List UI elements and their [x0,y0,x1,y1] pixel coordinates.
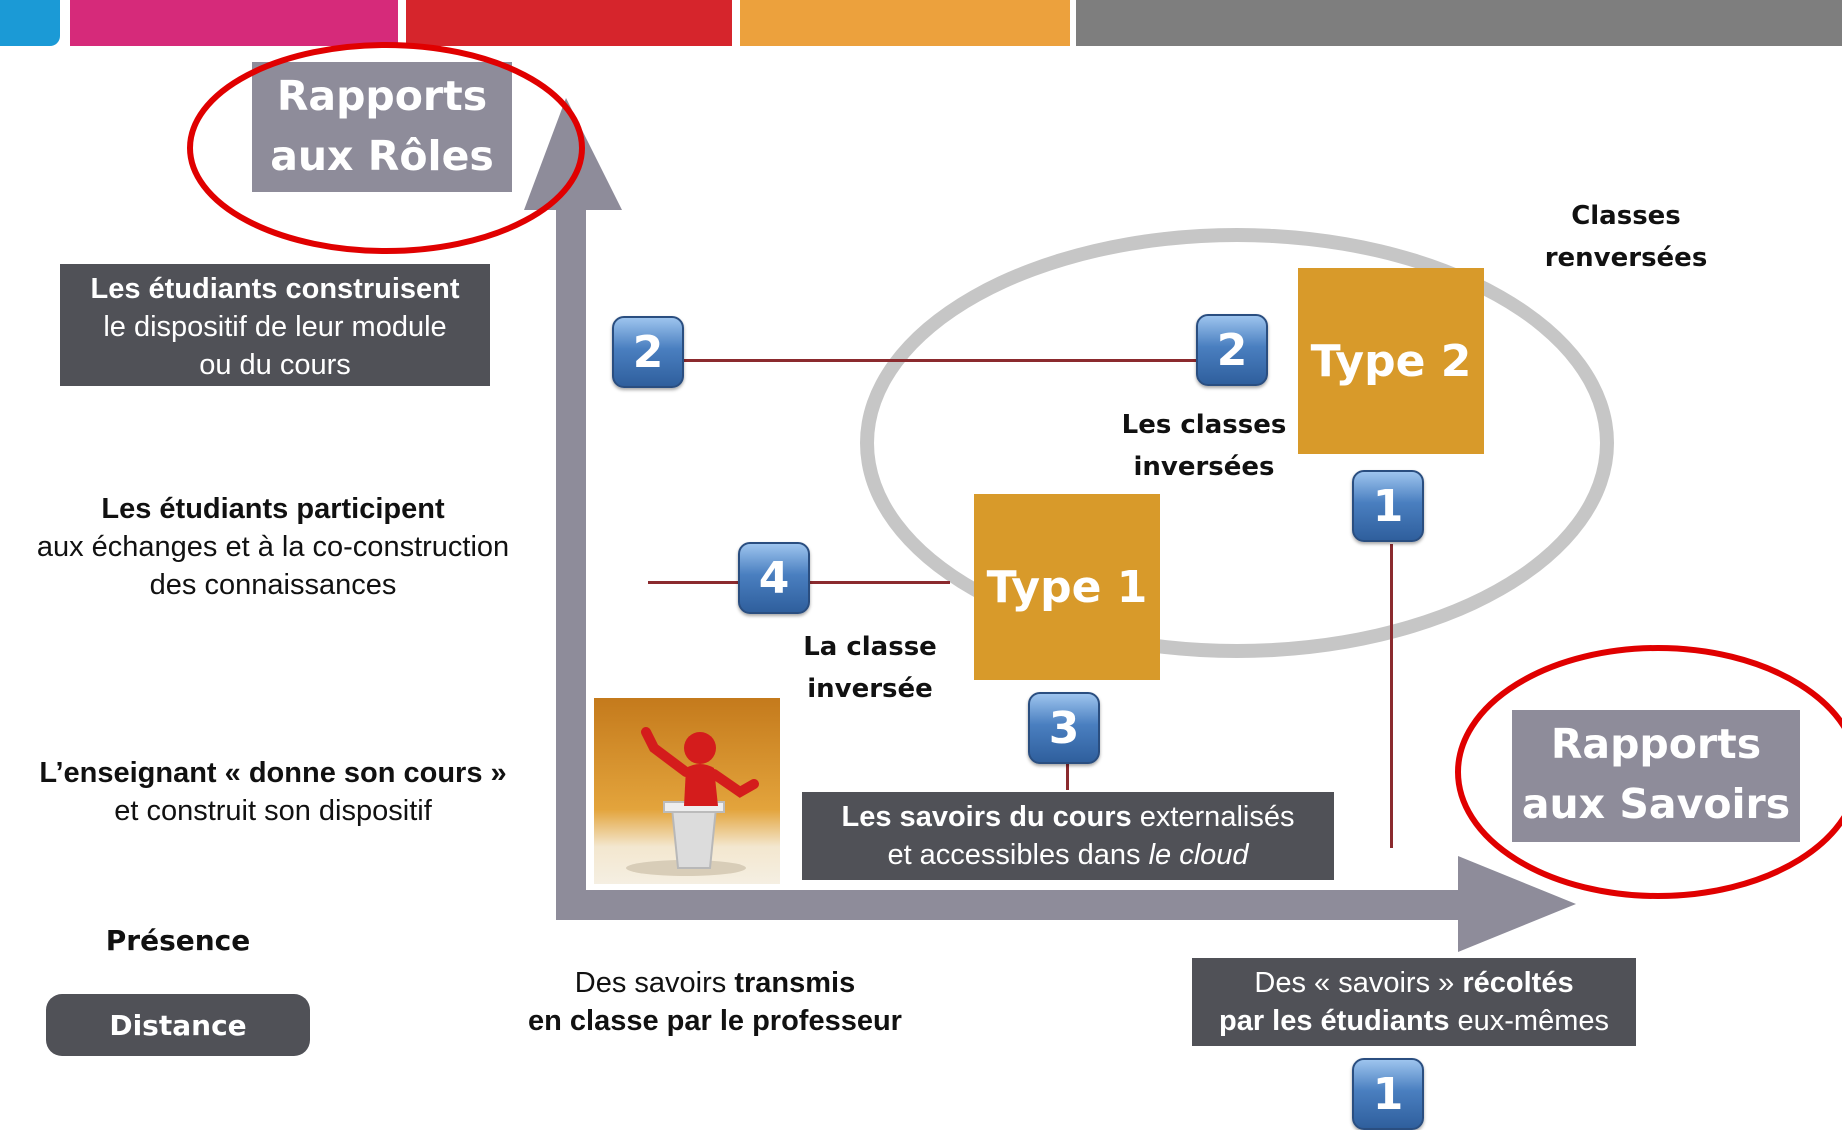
badge-right-1: 1 [1352,470,1424,542]
level-teacher-prefix: L’enseignant [39,757,225,789]
level-construct-title: Les étudiants construisent [90,273,460,305]
teacher-at-lectern-icon [626,727,759,876]
legend-presence: Présence [105,924,251,957]
header-bar-orange [740,0,1070,46]
badge-left-4: 4 [738,542,810,614]
x-axis-arrowhead [1458,856,1576,952]
badge-center-2: 2 [1196,314,1268,386]
level-teacher: L’enseignant « donne son cours » et cons… [0,754,546,830]
teacher-illustration [594,698,780,884]
classes-renversees-line1: Classes [1571,201,1681,231]
x-right-label-line2-rest: eux-mêmes [1449,1005,1610,1037]
level-participate-line2: aux échanges et à la co-construction [36,531,510,563]
x-left-label-bold: transmis [734,967,856,999]
badge-center-3: 3 [1028,692,1100,764]
y-axis-shaft [556,208,586,920]
header-bar-red [406,0,732,46]
classes-renversees-line2: renversées [1544,243,1708,273]
type1-caption: La classe inversée [780,626,960,710]
type2-caption-line1: Les classes [1121,410,1287,440]
cloud-box-title: Les savoirs du cours [841,801,1132,833]
type2-caption: Les classes inversées [1100,404,1308,488]
connector-2-horizontal [684,359,1204,362]
level-teacher-main: « donne son cours » [224,757,507,789]
level-construct-line2: le dispositif de leur module [103,311,447,343]
legend-distance: Distance [46,994,310,1056]
x-right-label-bold: récoltés [1462,967,1574,999]
header-bar-blue [0,0,60,46]
x-right-label-line2-bold: par les étudiants [1218,1005,1450,1037]
header-bar-magenta [70,0,398,46]
connector-1-vertical [1390,544,1393,848]
x-axis-title-line2: aux Savoirs [1521,780,1791,828]
level-participate-line3: des connaissances [149,569,397,601]
cloud-box-line2: et accessibles dans [887,839,1149,871]
header-bar-grey [1076,0,1842,46]
level-construct-box: Les étudiants construisent le dispositif… [60,264,490,386]
x-axis-title: Rapports aux Savoirs [1512,710,1800,842]
level-participate: Les étudiants participent aux échanges e… [0,490,546,604]
level-teacher-line2: et construit son dispositif [114,795,432,827]
x-left-label: Des savoirs transmis en classe par le pr… [490,964,940,1040]
type1-caption-line1: La classe [803,632,937,662]
type2-caption-line2: inversées [1133,452,1275,482]
y-axis-title: Rapports aux Rôles [252,62,512,192]
type2-box: Type 2 [1298,268,1484,454]
badge-bottom-1: 1 [1352,1058,1424,1130]
y-axis-title-line2: aux Rôles [270,132,494,180]
badge-left-2: 2 [612,316,684,388]
level-participate-title: Les étudiants participent [101,493,445,525]
y-axis-arrowhead [524,98,622,210]
connector-3-vertical [1066,762,1069,790]
x-left-label-line2: en classe par le professeur [528,1005,902,1037]
x-axis-title-line1: Rapports [1550,720,1762,768]
cloud-box-italic: le cloud [1148,839,1249,871]
x-axis-shaft [556,890,1462,920]
level-construct-line3: ou du cours [199,349,351,381]
y-axis-title-line1: Rapports [276,72,488,120]
x-right-label-box: Des « savoirs » récoltés par les étudian… [1192,958,1636,1046]
cloud-box: Les savoirs du cours externalisés et acc… [802,792,1334,880]
type1-box: Type 1 [974,494,1160,680]
cloud-box-rest: externalisés [1131,801,1295,833]
type1-caption-line2: inversée [807,674,933,704]
classes-renversees-label: Classes renversées [1528,195,1724,279]
x-left-label-part1: Des savoirs [574,967,735,999]
x-right-label-part1: Des « savoirs » [1254,967,1463,999]
